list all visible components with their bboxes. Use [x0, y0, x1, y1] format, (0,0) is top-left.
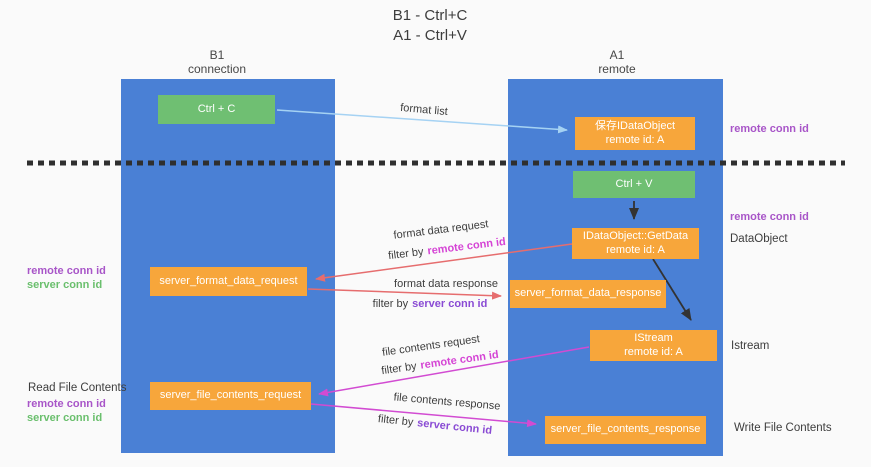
node-save-idataobject-line1: 保存IDataObject	[594, 120, 676, 132]
remote-conn-id-text: remote conn id	[426, 235, 507, 258]
node-getdata-line2: remote id: A	[606, 243, 665, 256]
annotation-istream: Istream	[731, 340, 770, 352]
server-conn-id-text: server conn id	[416, 417, 493, 437]
remote-conn-id-text: remote conn id	[419, 348, 500, 372]
annotation-write-file-contents: Write File Contents	[734, 422, 832, 434]
filter-by-text: filter by	[372, 298, 409, 310]
filter-by-text: filter by	[387, 245, 425, 263]
lane-b1-name: B1	[209, 48, 225, 62]
label-file-contents-response: file contents response	[393, 391, 501, 413]
node-ctrl-c: Ctrl + C	[158, 95, 275, 124]
node-server-format-data-response-label: server_format_data_response	[514, 287, 662, 300]
annotation-read-file-contents: Read File Contents	[28, 382, 127, 394]
node-server-format-data-request-label: server_format_data_request	[159, 274, 298, 287]
title-line-1: B1 - Ctrl+C	[392, 7, 468, 24]
server-conn-id-text: server conn id	[27, 411, 103, 424]
remote-conn-id-text: remote conn id	[27, 398, 106, 410]
title-line-2: A1 - Ctrl+V	[393, 26, 467, 44]
label-format-list: format list	[399, 101, 449, 119]
annotation-remote-conn-id-top: remote conn id	[730, 123, 809, 135]
lane-a1-role: remote	[598, 62, 636, 76]
node-getdata-line1: IDataObject::GetData	[582, 230, 689, 242]
node-server-format-data-response: server_format_data_response	[510, 280, 666, 308]
node-server-file-contents-response-label: server_file_contents_response	[550, 423, 701, 436]
node-istream-line2: remote id: A	[624, 345, 683, 358]
server-conn-id-text: server conn id	[27, 278, 103, 291]
remote-conn-id-text: remote conn id	[27, 265, 106, 277]
lane-a1-name: A1	[609, 48, 625, 62]
filter-by-text: filter by	[377, 413, 414, 429]
server-conn-id-text: server conn id	[412, 298, 488, 310]
node-server-file-contents-response: server_file_contents_response	[545, 416, 706, 444]
label-format-data-request: format data request	[392, 218, 490, 242]
node-istream-line1: IStream	[634, 332, 673, 344]
node-server-file-contents-request: server_file_contents_request	[150, 382, 311, 410]
diagram-title: B1 - Ctrl+C A1 - Ctrl+V	[300, 6, 560, 45]
node-save-idataobject: 保存IDataObject remote id: A	[575, 117, 695, 150]
lane-header-b1: B1 connection	[157, 48, 277, 76]
node-istream: IStream remote id: A	[590, 330, 717, 361]
node-ctrl-v-label: Ctrl + V	[615, 177, 653, 190]
node-ctrl-v: Ctrl + V	[573, 171, 695, 198]
annotation-conn-ids-left-bottom: remote conn id server conn id	[27, 398, 106, 425]
arrow-format-data-response	[307, 288, 502, 300]
annotation-conn-ids-left-top: remote conn id server conn id	[27, 265, 106, 292]
node-save-idataobject-line2: remote id: A	[605, 133, 665, 146]
annotation-dataobject: DataObject	[730, 233, 788, 245]
annotation-remote-conn-id-mid: remote conn id	[730, 211, 809, 223]
node-ctrl-c-label: Ctrl + C	[197, 102, 236, 115]
filter-by-text: filter by	[380, 360, 418, 378]
node-idataobject-getdata: IDataObject::GetData remote id: A	[572, 228, 699, 259]
node-server-format-data-request: server_format_data_request	[150, 267, 307, 296]
lane-b1-role: connection	[187, 62, 247, 76]
node-server-file-contents-request-label: server_file_contents_request	[159, 389, 302, 402]
label-format-data-response: format data response	[394, 278, 498, 290]
lane-header-a1: A1 remote	[557, 48, 677, 76]
